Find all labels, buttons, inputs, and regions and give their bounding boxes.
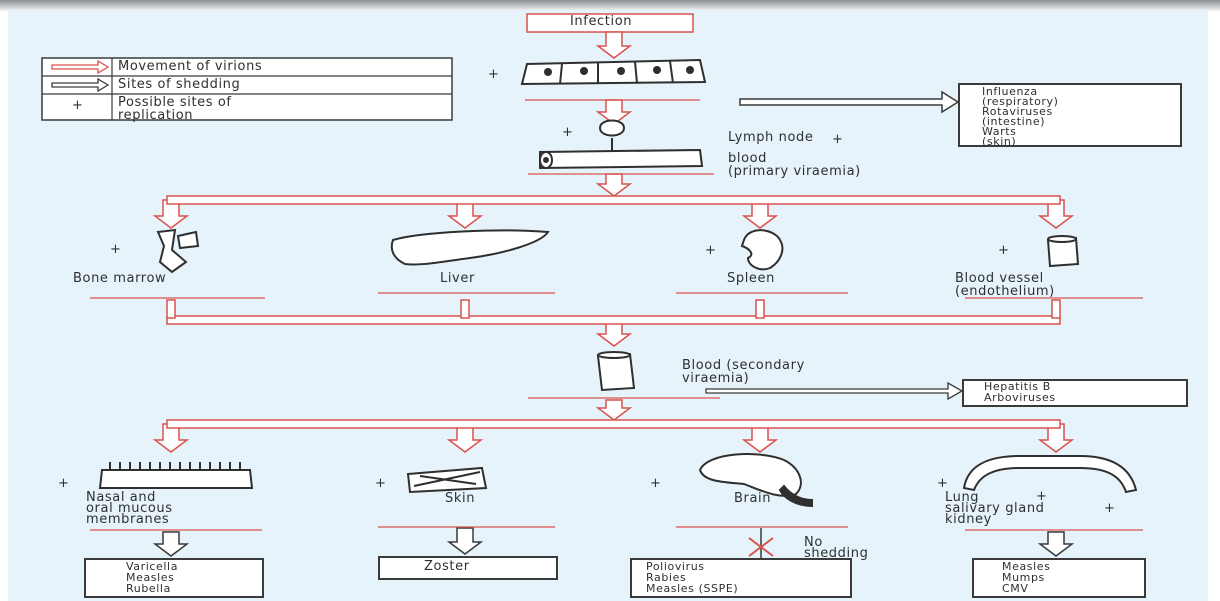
spleen-icon [742,230,782,269]
secondary-shedding-box: Hepatitis B Arboviruses [962,379,1188,407]
branch-bar-targets [167,420,1060,428]
branch-bar-organs [167,196,1060,204]
arrow-infection-down [598,32,630,58]
result-brain-text: Poliovirus Rabies Measles (SSPE) [646,561,738,594]
marker-bone-marrow: + [110,243,121,256]
merge-riser-0 [167,300,175,318]
skin-label: Skin [445,492,475,505]
shedding-box-top: Influenza (respiratory) Rotaviruses (int… [958,83,1182,147]
lymph-node-marker: + [832,133,843,146]
liver-label: Liver [440,272,475,285]
bone-marrow-icon [158,230,198,272]
legend-movement-label: Movement of virions [118,60,262,73]
marker-spleen: + [705,244,716,257]
mucous-membrane-icon [100,462,252,488]
shedding-arrow-skin [449,528,481,554]
secondary-shedding-text: Hepatitis B Arboviruses [984,381,1056,403]
legend-shedding-label: Sites of shedding [118,78,240,91]
no-shedding-label: No shedding [804,537,868,559]
legend-replication-marker: + [72,99,83,112]
result-box-brain: Poliovirus Rabies Measles (SSPE) [630,558,852,598]
marker-lung: + [937,477,948,490]
skin-icon [408,468,486,492]
result-lung-text: Measles Mumps CMV [1002,561,1051,594]
shedding-arrow-lung [1040,532,1072,556]
marker-brain: + [650,477,661,490]
spleen-label: Spleen [727,272,775,285]
merge-riser-2 [756,300,764,318]
brain-label: Brain [734,492,771,505]
branch-bar-merge [167,316,1060,324]
liver-icon [392,230,548,264]
bone-marrow-label: Bone marrow [73,272,166,285]
mucous-label: Nasal and oral mucous membranes [86,492,173,525]
lung-label: Lung salivary gland kidney [945,492,1045,525]
marker-mucous: + [58,477,69,490]
marker-skin: + [375,477,386,490]
result-skin-text: Zoster [424,560,470,573]
marker-lung-right: + [1104,502,1115,515]
result-mucous-text: Varicella Measles Rubella [126,561,178,594]
lung-airway-icon [964,456,1136,492]
merge-riser-3 [1052,300,1060,318]
shedding-box-top-text: Influenza (respiratory) Rotaviruses (int… [982,87,1059,147]
result-box-skin: Zoster [378,556,558,580]
marker-vessel: + [998,244,1009,257]
epithelium-icon [522,60,705,84]
secondary-viraemia-label: Blood (secondary viraemia) [682,359,805,385]
result-box-lung: Measles Mumps CMV [972,558,1146,598]
marker-lymph: + [562,126,573,139]
legend-replication-label: Possible sites of replication [118,96,232,122]
shedding-arrow-top [740,92,958,112]
secondary-vessel-icon [598,352,634,390]
blood-vessel-icon [1048,236,1078,266]
marker-epithelium: + [488,68,499,81]
blood-vessel-label: Blood vessel (endothelium) [955,272,1055,298]
lymph-node-label: Lymph node [728,131,813,144]
merge-riser-1 [461,300,469,318]
arrow-secondary-down [598,400,630,420]
arrow-lymph-down [598,174,630,196]
shedding-arrow-mucous [155,532,187,556]
result-box-mucous: Varicella Measles Rubella [84,558,264,598]
primary-viraemia-label: blood (primary viraemia) [728,152,861,178]
infection-label: Infection [570,15,632,28]
